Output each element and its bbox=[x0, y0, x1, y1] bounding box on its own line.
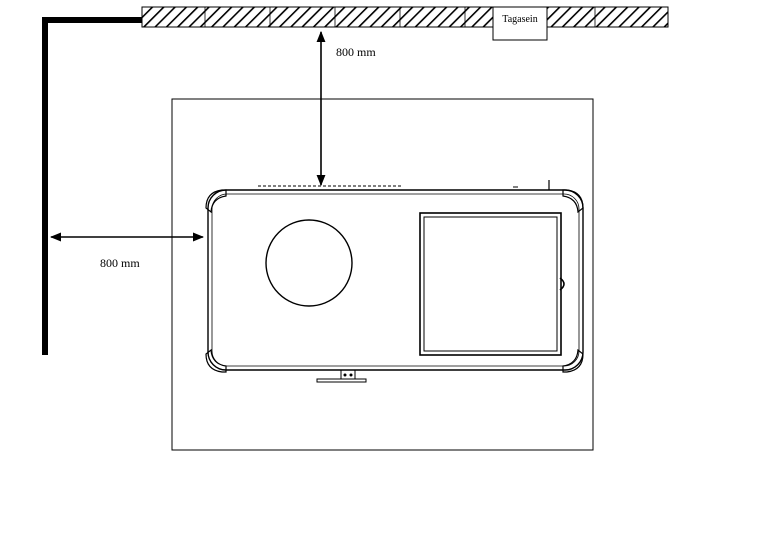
side-wall bbox=[42, 17, 142, 355]
back-wall-label-box: Tagasein bbox=[492, 6, 548, 41]
bottom-bracket bbox=[316, 369, 367, 383]
round-hotplate bbox=[265, 219, 353, 307]
side-clearance-label: 800 mm bbox=[100, 256, 140, 270]
back-wall-label: Tagasein bbox=[502, 14, 537, 25]
door-handle bbox=[559, 277, 565, 291]
back-clearance-label: 800 mm bbox=[336, 45, 376, 59]
back-wall bbox=[141, 6, 669, 28]
stove-body bbox=[205, 180, 584, 373]
floor-plate bbox=[171, 98, 594, 451]
oven-door bbox=[419, 212, 562, 356]
